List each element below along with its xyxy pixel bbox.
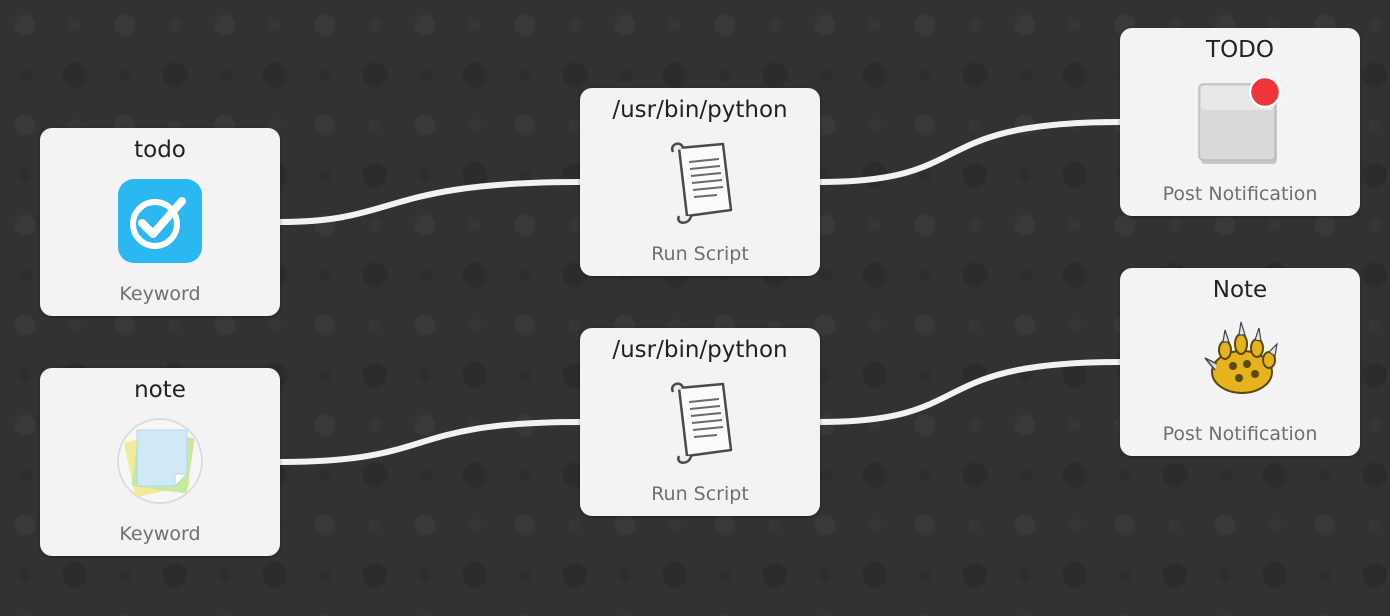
keyword-node-note[interactable]: note Keyword: [40, 368, 280, 556]
notification-badge-icon: [1198, 76, 1282, 164]
node-title: /usr/bin/python: [612, 97, 788, 123]
node-title: Note: [1212, 277, 1268, 303]
post-notification-node-todo[interactable]: TODO Post Notification: [1120, 28, 1360, 216]
node-subtitle: Post Notification: [1162, 423, 1318, 445]
script-scroll-icon: [670, 382, 733, 464]
node-subtitle: Run Script: [651, 243, 749, 265]
connection-note-script-to-notification[interactable]: [817, 359, 1123, 425]
run-script-node-todo[interactable]: /usr/bin/python Run Script: [580, 88, 820, 276]
sticky-notes-icon: [117, 418, 203, 504]
node-subtitle: Run Script: [651, 483, 749, 505]
node-subtitle: Keyword: [119, 283, 201, 305]
checkmark-icon: [118, 179, 202, 263]
node-subtitle: Keyword: [119, 523, 201, 545]
node-title: todo: [134, 137, 186, 163]
connection-todo-script-to-notification[interactable]: [817, 119, 1123, 185]
run-script-node-note[interactable]: /usr/bin/python Run Script: [580, 328, 820, 516]
node-subtitle: Post Notification: [1162, 183, 1318, 205]
script-scroll-icon: [670, 142, 733, 224]
node-title: /usr/bin/python: [612, 337, 788, 363]
post-notification-node-note[interactable]: Note Post Notification: [1120, 268, 1360, 456]
node-title: note: [134, 377, 186, 403]
keyword-node-todo[interactable]: todo Keyword: [40, 128, 280, 316]
connection-todo-keyword-to-script[interactable]: [277, 179, 583, 225]
connection-note-keyword-to-script[interactable]: [277, 419, 583, 465]
node-title: TODO: [1206, 37, 1274, 63]
growl-paw-icon: [1204, 321, 1278, 394]
